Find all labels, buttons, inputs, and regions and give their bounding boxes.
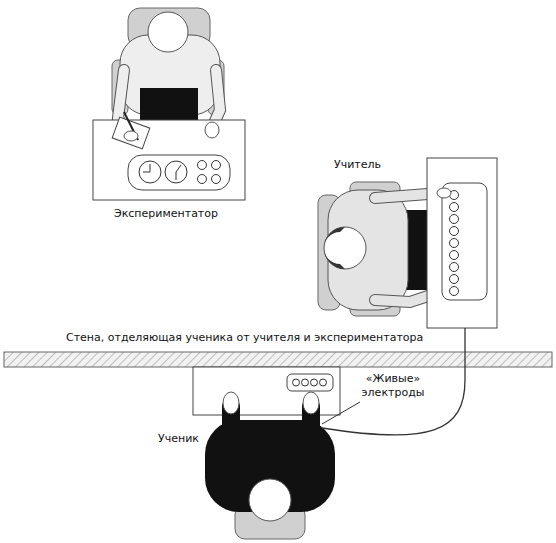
learner-figure xyxy=(205,392,335,539)
role-label: Экспериментатор xyxy=(114,207,218,221)
role-label: Учитель xyxy=(334,158,381,172)
learner-desk xyxy=(193,367,340,415)
teacher-desk xyxy=(427,158,497,328)
wall-band xyxy=(4,352,552,367)
role-label: Ученик xyxy=(158,432,199,446)
experimenter-figure xyxy=(112,8,224,138)
electrode-label: «Живые» электроды xyxy=(354,372,432,400)
leader-line xyxy=(322,402,360,424)
experimenter-desk xyxy=(93,112,245,200)
electrode-wire xyxy=(322,328,465,435)
wall-label: Стена, отделяющая ученика от учителя и э… xyxy=(66,331,423,345)
teacher-figure xyxy=(318,182,440,316)
